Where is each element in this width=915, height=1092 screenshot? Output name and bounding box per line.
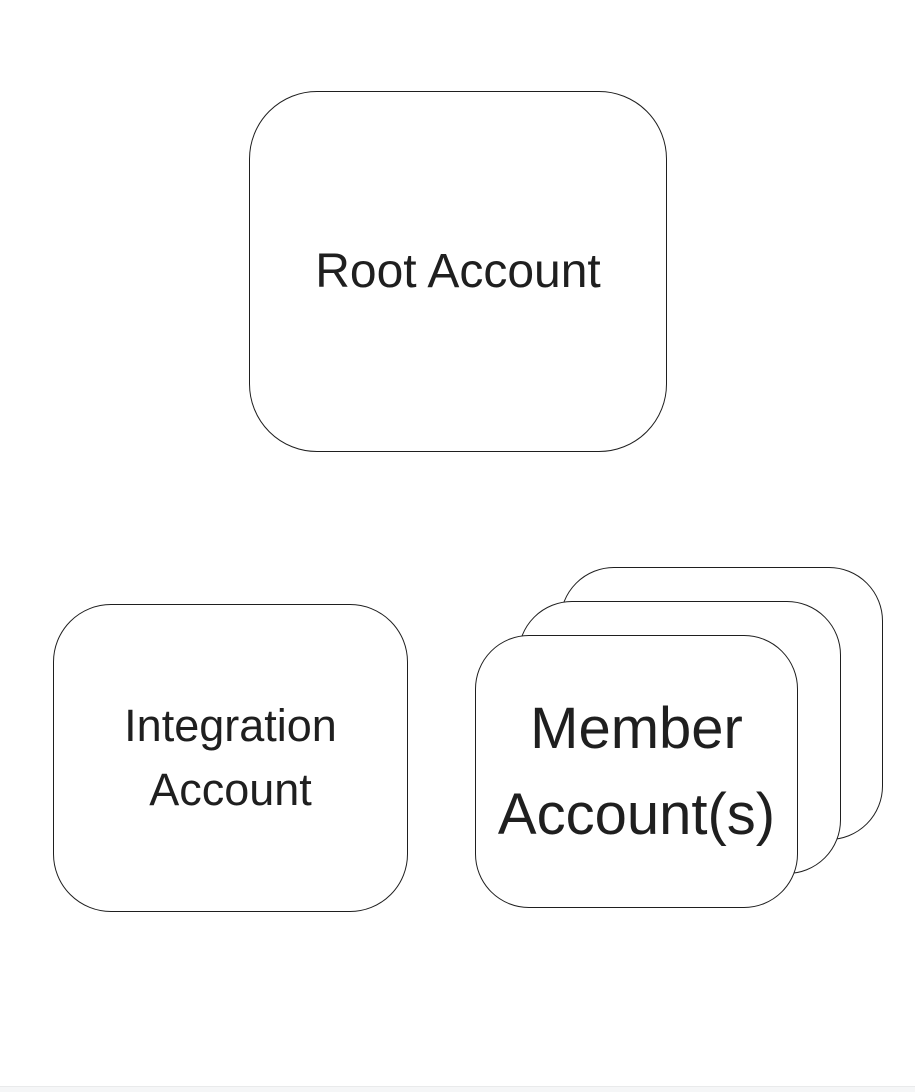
root-account-node: Root Account bbox=[249, 91, 667, 452]
root-account-label: Root Account bbox=[315, 245, 601, 298]
integration-account-label: Integration Account bbox=[124, 700, 337, 815]
integration-account-node: Integration Account bbox=[53, 604, 408, 912]
bottom-edge-bar bbox=[0, 1086, 915, 1092]
member-accounts-label: Member Account(s) bbox=[497, 696, 776, 847]
member-account-node-front: Member Account(s) bbox=[475, 635, 798, 908]
